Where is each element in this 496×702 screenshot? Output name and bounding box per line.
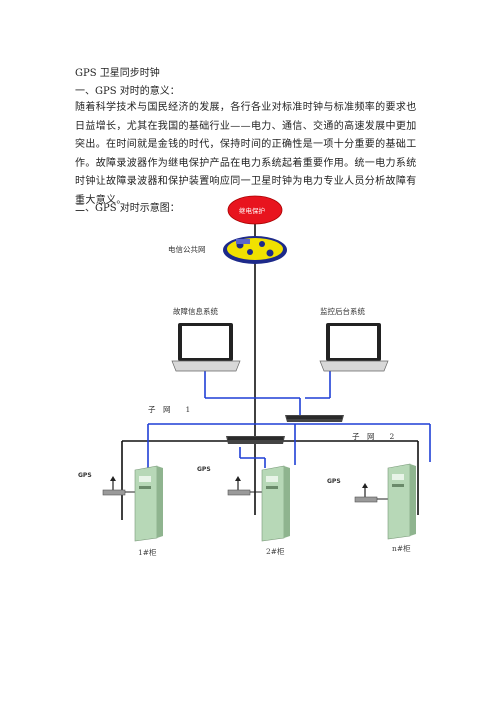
laptop-right-icon (319, 323, 389, 372)
cabinet-2-icon (261, 465, 290, 542)
document-title: GPS 卫星同步时钟 (75, 68, 160, 79)
monitoring-system-label: 监控后台系统 (320, 307, 365, 316)
laptop-left-icon (171, 323, 241, 372)
blue-network-lines (147, 370, 431, 470)
switch-lower-icon (226, 436, 285, 444)
gps-label-n: GPS (327, 478, 341, 485)
cabinet-1-label: 1#柜 (138, 548, 157, 557)
gps-label-1: GPS (78, 472, 92, 479)
switch-upper-icon (285, 415, 344, 422)
gps-label-2: GPS (197, 466, 211, 473)
cabinet-n-label: n#柜 (392, 544, 411, 553)
cabinet-n-icon (387, 463, 416, 540)
subnet-1-label: 子 网 1 (148, 405, 191, 414)
cabinet-2-label: 2#柜 (266, 547, 285, 556)
relay-protection-label: 继电保护 (239, 207, 265, 215)
gps-receiver-n-icon (354, 483, 378, 503)
section-heading-1: 一、GPS 对时的意义： (75, 86, 180, 97)
gps-receiver-2-icon (227, 476, 251, 496)
body-paragraph: 随着科学技术与国民经济的发展，各行各业对标准时钟与标准频率的要求也日益增长，尤其… (75, 102, 417, 206)
relay-protection-node (227, 195, 283, 225)
fault-info-system-label: 故障信息系统 (173, 307, 218, 316)
cabinet-1-icon (134, 465, 163, 542)
subnet-2-label: 子 网 2 (352, 432, 395, 441)
public-network-icon (223, 236, 287, 264)
section-heading-2: 二、GPS 对时示意图： (75, 203, 180, 214)
public-network-label: 电信公共网 (168, 245, 206, 254)
